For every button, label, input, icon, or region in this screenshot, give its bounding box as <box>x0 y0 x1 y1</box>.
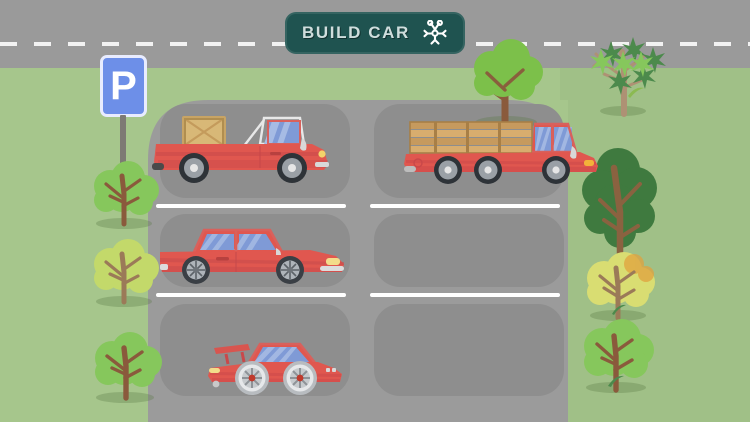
vehicle-flatbed-lumber-truck[interactable] <box>404 108 604 184</box>
pickup-truck-icon <box>152 116 329 183</box>
wheel <box>434 156 462 184</box>
vehicle-sports-car[interactable] <box>208 334 344 396</box>
build-car-label: BUILD CAR <box>302 23 410 42</box>
wooden-planks-cargo <box>409 121 533 154</box>
wheel <box>277 153 307 183</box>
leafy-tree-icon <box>95 332 162 401</box>
lane-divider <box>370 204 560 208</box>
flatbed-truck-icon <box>404 121 598 184</box>
leafy-tree-icon <box>94 239 159 305</box>
leafy-tree-icon <box>587 252 655 321</box>
leafy-tree-icon <box>584 319 654 393</box>
sports-car-icon <box>208 342 342 395</box>
wheel <box>182 256 210 284</box>
parking-sign-label: P <box>110 64 137 108</box>
vehicle-pickup-truck-with-crate[interactable] <box>152 108 344 183</box>
leafy-tree-icon <box>474 39 543 127</box>
spiky-tree-icon <box>590 37 666 117</box>
parking-slot-right-3[interactable] <box>374 304 564 396</box>
classic-sedan-icon <box>160 228 344 284</box>
wheel <box>235 361 269 395</box>
wrench-scissors-icon <box>422 19 448 46</box>
wooden-crate-cargo <box>182 116 226 148</box>
vehicle-classic-sedan[interactable] <box>160 222 346 284</box>
wheel <box>283 361 317 395</box>
rear-spoiler <box>214 344 250 365</box>
leafy-tree-icon <box>582 148 657 278</box>
build-car-button[interactable]: BUILD CAR <box>285 12 465 54</box>
lane-divider <box>156 293 346 297</box>
wheel <box>276 256 304 284</box>
parking-sign: P <box>100 55 147 184</box>
wheel <box>179 153 209 183</box>
parking-sign-post <box>120 115 126 179</box>
leafy-tree-icon <box>94 161 159 227</box>
wheel <box>542 156 570 184</box>
lane-divider <box>156 204 346 208</box>
lane-divider <box>370 293 560 297</box>
wheel <box>474 156 502 184</box>
parking-sign-plate: P <box>100 55 147 117</box>
parking-slot-right-2[interactable] <box>374 214 564 287</box>
